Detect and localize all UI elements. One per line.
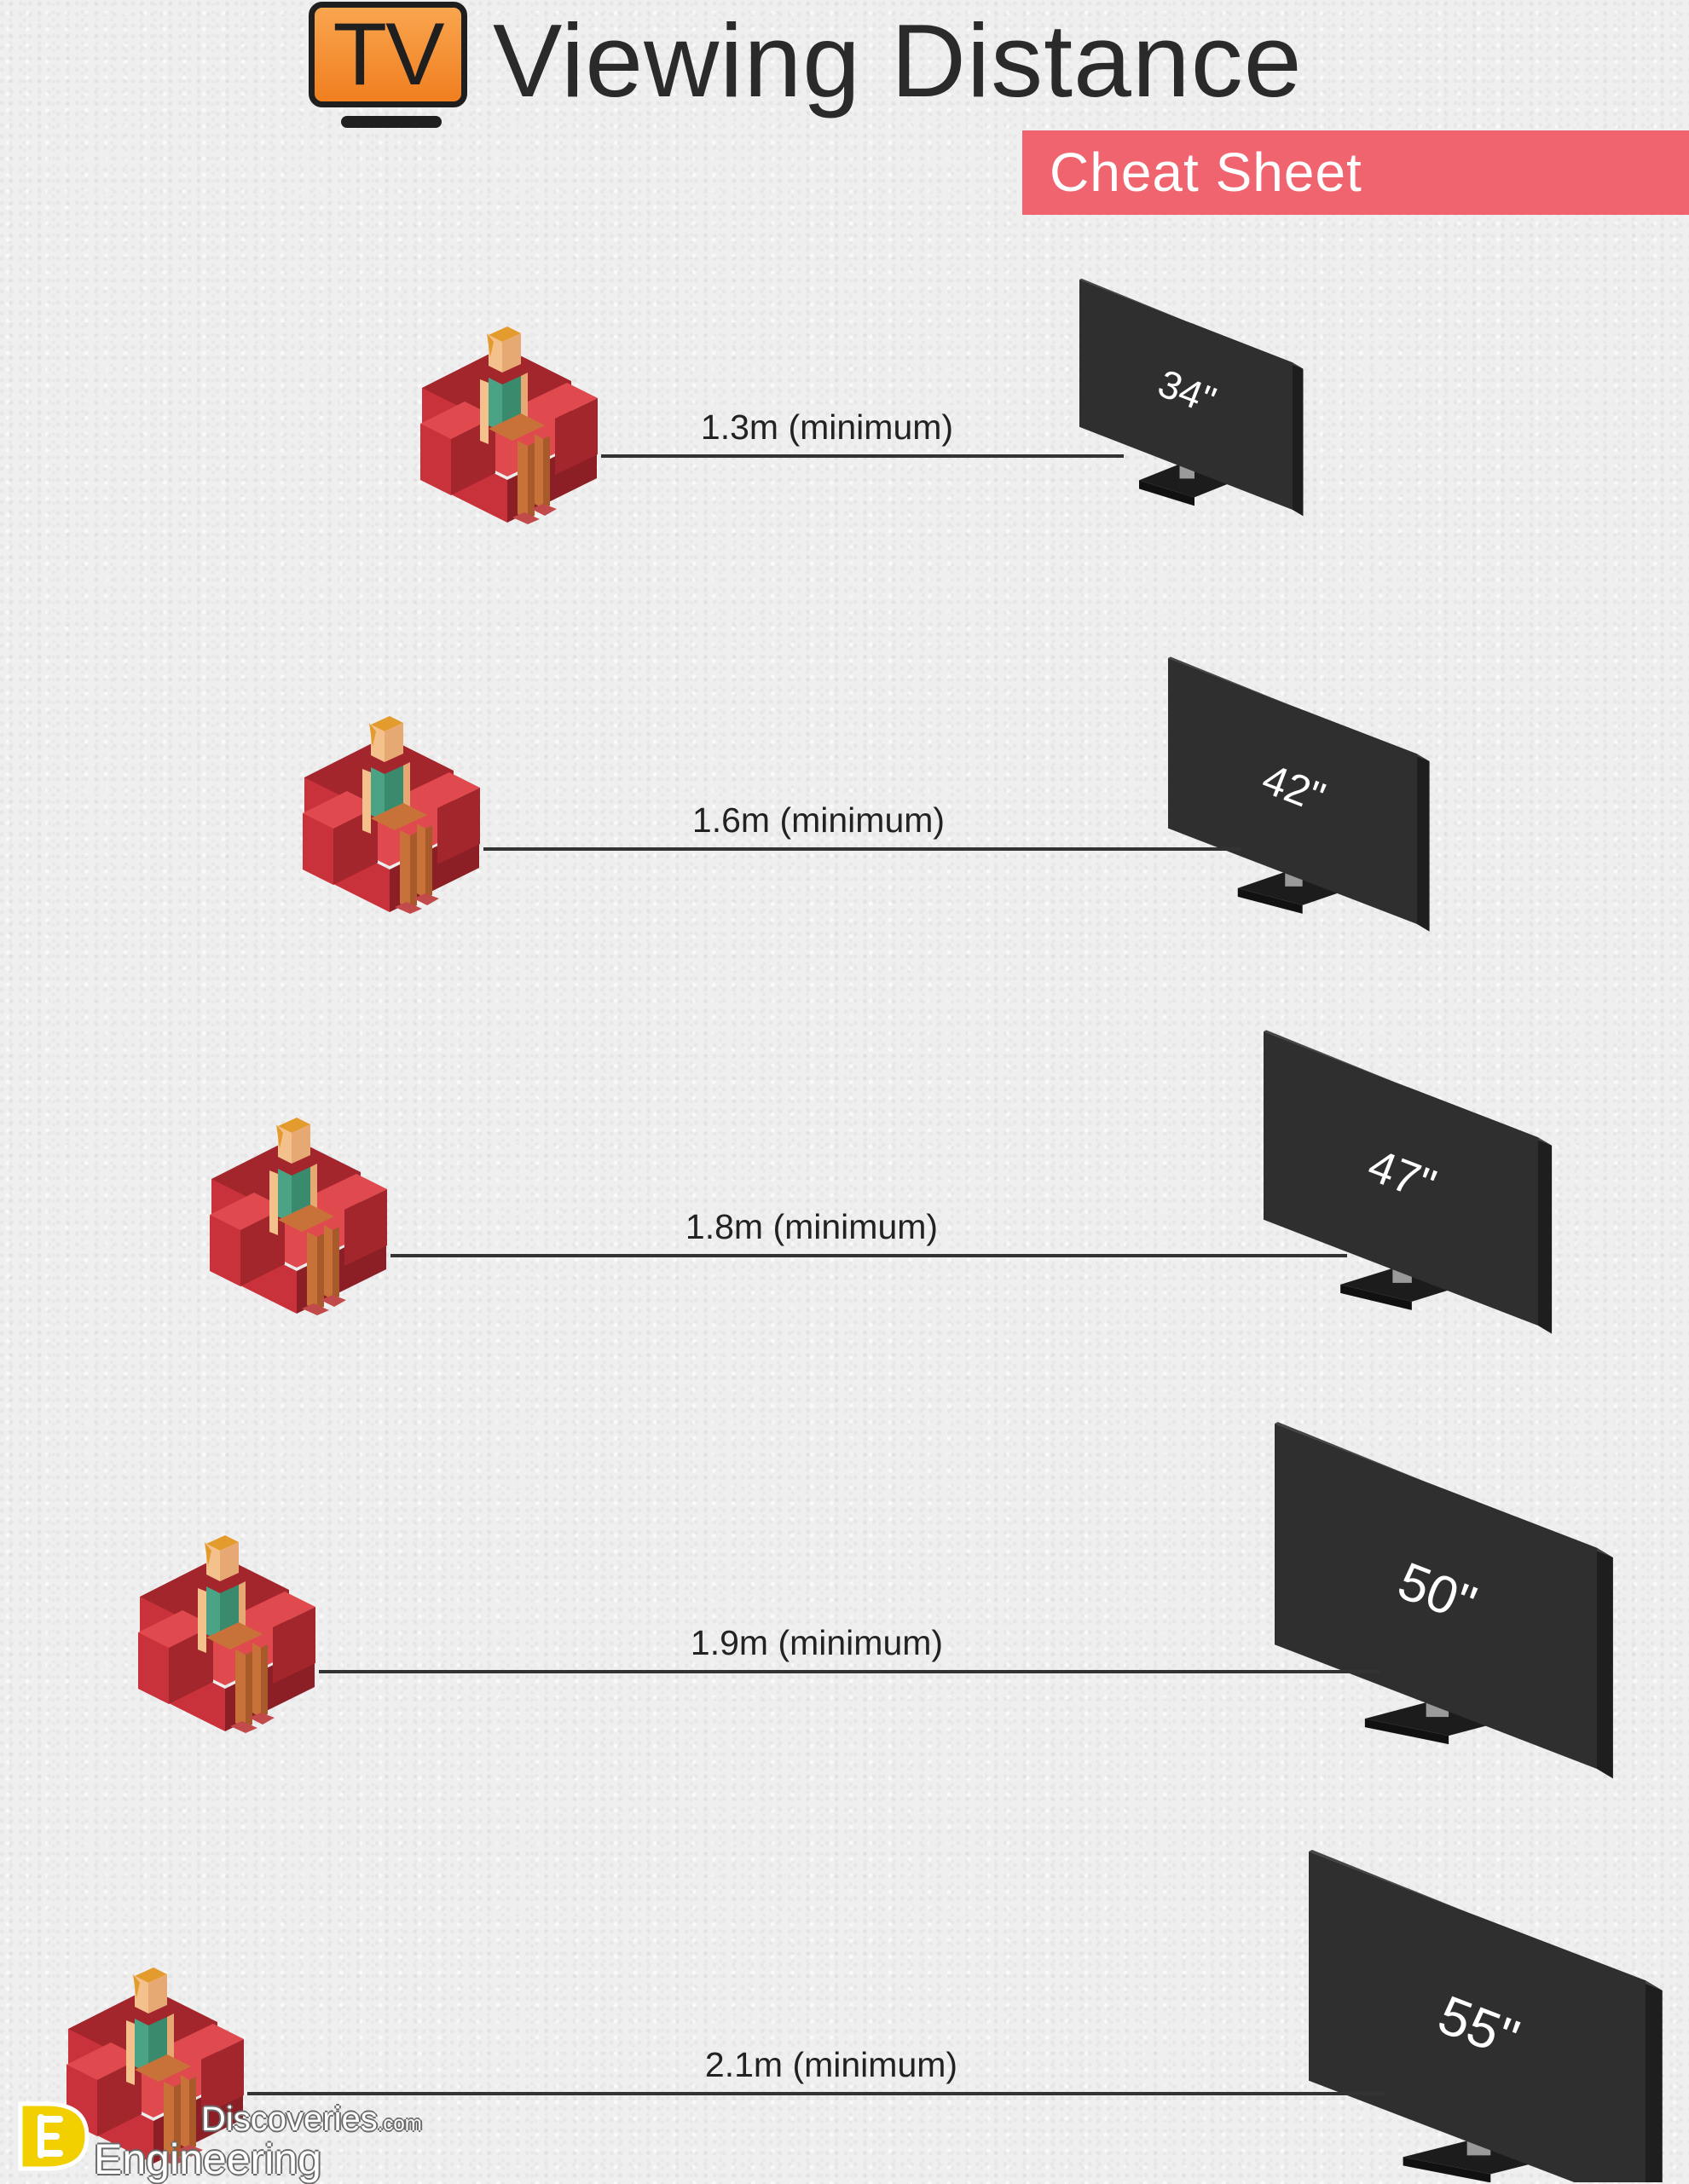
distance-label: 1.8m (minimum) — [685, 1207, 938, 1246]
armchair-person-icon — [420, 326, 598, 524]
brand-name-suffix: .com — [377, 2112, 422, 2135]
tv-logo-stand — [341, 116, 442, 128]
armchair-person-icon — [67, 1967, 244, 2165]
brand-name-main: Discoveries — [201, 2100, 378, 2138]
viewing-row-5: 55" 2.1m (minimum) — [67, 1850, 1663, 2182]
viewing-row-4: 50" 1.9m (minimum) — [138, 1422, 1613, 1779]
brand-logo-icon — [18, 2101, 90, 2171]
armchair-person-icon — [210, 1118, 387, 1315]
tv-icon: 55" — [1309, 1850, 1663, 2182]
distance-label: 1.3m (minimum) — [701, 407, 953, 447]
brand-watermark: Discoveries.com Engineering — [12, 2083, 455, 2183]
tv-icon: 42" — [1168, 656, 1430, 932]
armchair-person-icon — [138, 1535, 315, 1733]
subtitle: Cheat Sheet — [1050, 142, 1362, 203]
distance-label: 1.6m (minimum) — [692, 800, 945, 840]
distance-label: 1.9m (minimum) — [691, 1623, 943, 1662]
viewing-row-3: 47" 1.8m (minimum) — [210, 1030, 1553, 1334]
tv-logo-icon: TV — [309, 2, 467, 107]
header: TV Viewing Distance Cheat Sheet — [0, 0, 1689, 222]
brand-name-bottom: Engineering — [94, 2135, 321, 2183]
viewing-row-1: 34" 1.3m (minimum) — [420, 278, 1304, 524]
page-title: Viewing Distance — [493, 3, 1303, 118]
tv-icon: 34" — [1079, 278, 1304, 517]
viewing-row-2: 42" 1.6m (minimum) — [303, 656, 1430, 932]
tv-logo-text: TV — [333, 5, 445, 104]
tv-icon: 50" — [1275, 1422, 1613, 1779]
distance-label: 2.1m (minimum) — [705, 2045, 957, 2084]
armchair-person-icon — [303, 716, 480, 914]
brand-name-top: Discoveries.com — [201, 2100, 422, 2139]
tv-icon: 47" — [1264, 1030, 1553, 1334]
subtitle-banner: Cheat Sheet — [1022, 130, 1689, 215]
